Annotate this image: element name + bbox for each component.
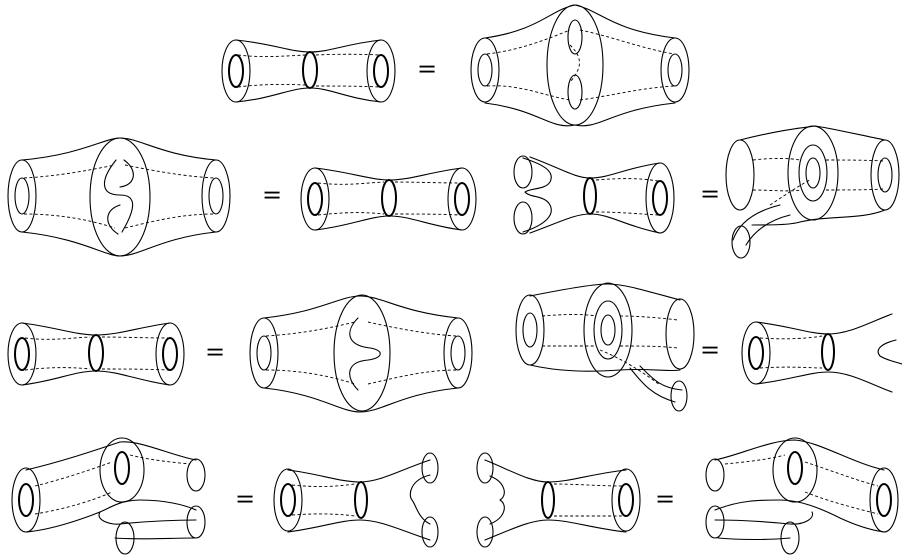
equals-sign: = (700, 336, 720, 364)
row4-a-surface (12, 438, 205, 554)
row3-c-surface (516, 283, 694, 411)
row3-d-pants (742, 314, 902, 392)
row3-a-cylinder (8, 323, 184, 385)
equals-sign: = (235, 485, 255, 513)
row1-rhs-surface (471, 5, 689, 126)
row2-c-pants (514, 156, 674, 234)
row4-b-pants (274, 453, 438, 547)
row3-b-surface (250, 295, 472, 412)
row1-lhs-cylinder (222, 40, 395, 102)
equals-sign: = (205, 338, 225, 366)
equals-sign: = (700, 180, 720, 208)
equals-sign: = (262, 181, 282, 209)
row2-b-cylinder (301, 168, 476, 230)
row4-d-surface (706, 438, 898, 554)
row4-c-pants (477, 453, 640, 547)
row2-a-surface (8, 138, 230, 256)
equals-sign: = (655, 485, 675, 513)
equals-sign: = (417, 55, 437, 83)
row2-d-surface (726, 126, 899, 258)
